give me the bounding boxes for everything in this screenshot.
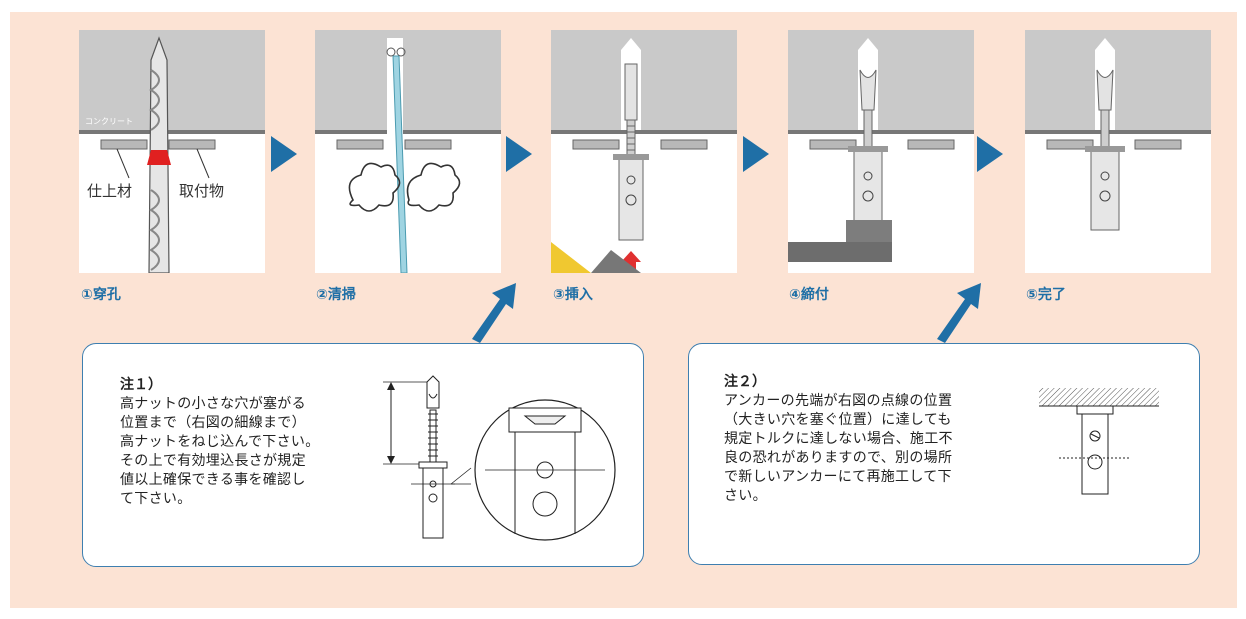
note-2-line: で新しいアンカーにて再施工して下 xyxy=(724,469,952,485)
step-label-drill: ①穿孔 xyxy=(81,287,121,303)
step-panel-complete xyxy=(1025,30,1211,273)
step-label-insert: ③挿入 xyxy=(553,287,593,303)
note-1-line: 値以上確保できる事を確認し xyxy=(120,472,306,488)
note-2-line: 規定トルクに達しない場合、施工不 xyxy=(724,431,953,447)
note-2-line: 良の恐れがありますので、別の場所 xyxy=(724,450,953,466)
diagonal-arrow-icon xyxy=(472,283,516,343)
step-panel-clean xyxy=(315,30,501,273)
note-1-title: 注１） xyxy=(120,377,162,393)
triangle-right-icon xyxy=(506,136,532,172)
note-1-line: 高ナットをねじ込んで下さい。 xyxy=(120,434,320,450)
step-panel-tighten xyxy=(788,30,974,273)
note-2-line: アンカーの先端が右図の点線の位置 xyxy=(724,393,953,409)
triangle-right-icon xyxy=(743,136,769,172)
note-1-line: 位置まで（右図の細線まで） xyxy=(120,415,306,431)
concrete-label: コンクリート xyxy=(85,117,133,126)
note-2-box: 注２） アンカーの先端が右図の点線の位置 （大きい穴を塞ぐ位置）に達しても 規定… xyxy=(688,343,1200,565)
step-label-tighten: ④締付 xyxy=(789,287,829,303)
note-2-line: （大きい穴を塞ぐ位置）に達しても xyxy=(724,412,952,428)
note-1-line: て下さい。 xyxy=(120,491,192,507)
diagonal-arrow-icon xyxy=(937,283,981,343)
triangle-right-icon xyxy=(271,136,297,172)
finish-material-label: 仕上材 xyxy=(87,182,133,200)
note-2-detail-drawing xyxy=(1039,388,1159,495)
note-1-detail-drawing xyxy=(383,375,616,541)
note-1-line: その上で有効埋込長さが規定 xyxy=(120,453,306,469)
note-2-title: 注２） xyxy=(724,374,766,390)
step-panel-insert xyxy=(551,30,737,273)
step-panel-drill: コンクリート 仕上材 取付物 xyxy=(79,30,265,273)
step-label-clean: ②清掃 xyxy=(316,287,356,303)
fixture-label: 取付物 xyxy=(179,182,225,200)
triangle-right-icon xyxy=(977,136,1003,172)
note-1-box: 注１） 高ナットの小さな穴が塞がる 位置まで（右図の細線まで） 高ナットをねじ込… xyxy=(82,343,644,567)
note-2-line: さい。 xyxy=(724,488,767,504)
note-1-line: 高ナットの小さな穴が塞がる xyxy=(120,396,306,412)
step-label-complete: ⑤完了 xyxy=(1026,287,1066,303)
